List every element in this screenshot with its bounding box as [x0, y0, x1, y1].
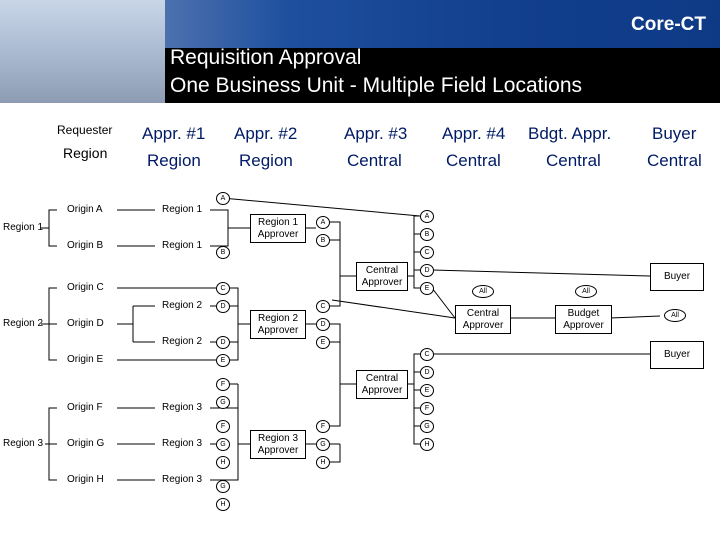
marker-b: B	[316, 234, 330, 247]
central-approver-1: Central Approver	[356, 262, 408, 291]
marker-d: D	[316, 318, 330, 331]
marker-f: F	[216, 420, 230, 433]
marker-f: F	[316, 420, 330, 433]
marker-a: A	[216, 192, 230, 205]
marker-c: C	[420, 246, 434, 259]
central-approver-2: Central Approver	[356, 370, 408, 399]
region1-approver: Region 1 Approver	[250, 214, 306, 243]
buyer-box-1: Buyer	[650, 263, 704, 291]
origin-d: Origin D	[67, 318, 104, 330]
marker-all: All	[664, 309, 686, 322]
origin-b: Origin B	[67, 240, 103, 252]
marker-c: C	[420, 348, 434, 361]
marker-g: G	[216, 438, 230, 451]
origin-a: Origin A	[67, 204, 103, 216]
marker-h: H	[420, 438, 434, 451]
marker-f: F	[216, 378, 230, 391]
central-approver-3: Central Approver	[455, 305, 511, 334]
marker-d: D	[216, 300, 230, 313]
origin-e: Origin E	[67, 354, 103, 366]
region-label-2: Region 2	[3, 318, 43, 330]
marker-c: C	[216, 282, 230, 295]
marker-g: G	[216, 396, 230, 409]
region2-approver: Region 2 Approver	[250, 310, 306, 339]
budget-approver: Budget Approver	[555, 305, 612, 334]
origin-f: Origin F	[67, 402, 103, 414]
origin-h: Origin H	[67, 474, 104, 486]
marker-h: H	[216, 456, 230, 469]
marker-b: B	[420, 228, 434, 241]
route-region-1b: Region 1	[162, 240, 202, 252]
buyer-box-2: Buyer	[650, 341, 704, 369]
origin-c: Origin C	[67, 282, 104, 294]
route-region-3b: Region 3	[162, 438, 202, 450]
route-region-3a: Region 3	[162, 402, 202, 414]
marker-all: All	[575, 285, 597, 298]
marker-e: E	[216, 354, 230, 367]
marker-g: G	[420, 420, 434, 433]
marker-g: G	[316, 438, 330, 451]
marker-a: A	[420, 210, 434, 223]
region3-approver: Region 3 Approver	[250, 430, 306, 459]
marker-d: D	[420, 366, 434, 379]
marker-all: All	[472, 285, 494, 298]
marker-e: E	[420, 282, 434, 295]
route-region-2b: Region 2	[162, 336, 202, 348]
marker-a: A	[316, 216, 330, 229]
marker-d: D	[216, 336, 230, 349]
origin-g: Origin G	[67, 438, 104, 450]
marker-b: B	[216, 246, 230, 259]
marker-d: D	[420, 264, 434, 277]
region-label-3: Region 3	[3, 438, 43, 450]
route-region-1a: Region 1	[162, 204, 202, 216]
marker-f: F	[420, 402, 434, 415]
region-label-1: Region 1	[3, 222, 43, 234]
marker-c: C	[316, 300, 330, 313]
marker-e: E	[316, 336, 330, 349]
route-region-3c: Region 3	[162, 474, 202, 486]
route-region-2a: Region 2	[162, 300, 202, 312]
marker-h: H	[216, 498, 230, 511]
marker-g: G	[216, 480, 230, 493]
marker-e: E	[420, 384, 434, 397]
marker-h: H	[316, 456, 330, 469]
region1-bracket	[49, 210, 57, 246]
